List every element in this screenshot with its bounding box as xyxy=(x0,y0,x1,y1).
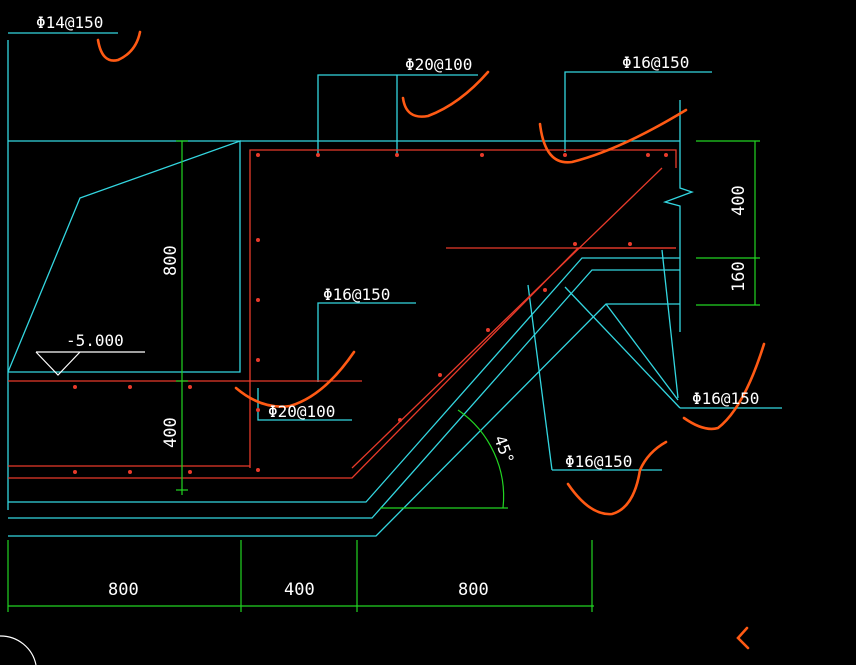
rebar-label-top-mid: Φ20@100 xyxy=(405,55,472,74)
rebar-dot xyxy=(543,288,547,292)
rebar-dot xyxy=(73,470,77,474)
right-inner-line xyxy=(527,284,553,471)
leader-top-right xyxy=(564,71,712,152)
corner-circle xyxy=(0,635,37,665)
slope-line-1 xyxy=(8,257,680,503)
markup-stroke xyxy=(736,626,750,650)
rebar-dot xyxy=(573,242,577,246)
hand-markups xyxy=(96,30,766,650)
rebar-label-top-right: Φ16@150 xyxy=(622,53,689,72)
rebar-dot xyxy=(563,153,567,157)
rebar-diagonal xyxy=(351,167,663,469)
markup-stroke xyxy=(566,440,668,516)
dim-right-top-height: 400 xyxy=(729,185,749,216)
leader-lower-mid xyxy=(257,388,352,421)
rebar-dot xyxy=(128,385,132,389)
rebar-label-bottom-right: Φ16@150 xyxy=(565,452,632,471)
markup-stroke xyxy=(538,108,688,164)
right-wall-break-line xyxy=(662,100,694,332)
rebar-label-right: Φ16@150 xyxy=(692,389,759,408)
leader-right-diag xyxy=(564,286,681,409)
right-slab-line xyxy=(605,303,679,401)
rebar-dot xyxy=(188,470,192,474)
dim-bottom-left: 800 xyxy=(108,580,139,600)
rebar-dot xyxy=(256,238,260,242)
dimension-lines xyxy=(7,140,760,612)
slope-line-2 xyxy=(8,269,680,519)
rebar-dot xyxy=(664,153,668,157)
rebar-dot xyxy=(486,328,490,332)
rebar-dot xyxy=(256,153,260,157)
rebar-label-mid: Φ16@150 xyxy=(323,285,390,304)
concrete-outline xyxy=(7,32,782,537)
rebar-dot xyxy=(188,385,192,389)
angle-arc xyxy=(457,409,505,509)
slope-line-3 xyxy=(8,303,680,537)
rebar-dot xyxy=(128,470,132,474)
dim-right-lower-height: 160 xyxy=(729,261,749,292)
rebar-dot xyxy=(256,408,260,412)
dim-left-lower-height: 400 xyxy=(161,417,181,448)
rebar-dot xyxy=(398,418,402,422)
rebar-dot xyxy=(480,153,484,157)
rebar-dot xyxy=(256,358,260,362)
rebar-top-l xyxy=(249,149,677,468)
elevation-label: -5.000 xyxy=(66,331,124,350)
haunch-outline xyxy=(7,140,241,373)
dim-bottom-right: 800 xyxy=(458,580,489,600)
rebar-dot xyxy=(316,153,320,157)
leader-top-mid xyxy=(317,74,478,155)
markup-stroke xyxy=(96,30,142,62)
elevation-marker xyxy=(35,351,145,376)
rebar-dot xyxy=(256,468,260,472)
rebar-sloped xyxy=(8,247,676,479)
rebar-dot xyxy=(438,373,442,377)
right-outer-line xyxy=(661,249,679,399)
rebar-label-top-left: Φ14@150 xyxy=(36,13,103,32)
rebar-label-lower-mid: Φ20@100 xyxy=(268,402,335,421)
rebar-dot xyxy=(256,298,260,302)
dim-left-height: 800 xyxy=(161,245,181,276)
markup-stroke xyxy=(682,342,766,431)
rebar-dot xyxy=(395,153,399,157)
rebar-dot xyxy=(73,385,77,389)
rebar-dot xyxy=(628,242,632,246)
rebar-dot xyxy=(646,153,650,157)
dim-bottom-mid: 400 xyxy=(284,580,315,600)
angle-label: 45° xyxy=(490,433,518,467)
markup-stroke xyxy=(234,350,356,408)
rebar-lines xyxy=(8,149,677,479)
leader-mid xyxy=(317,302,416,382)
rebar-dots xyxy=(73,153,668,474)
markup-stroke xyxy=(401,70,490,118)
